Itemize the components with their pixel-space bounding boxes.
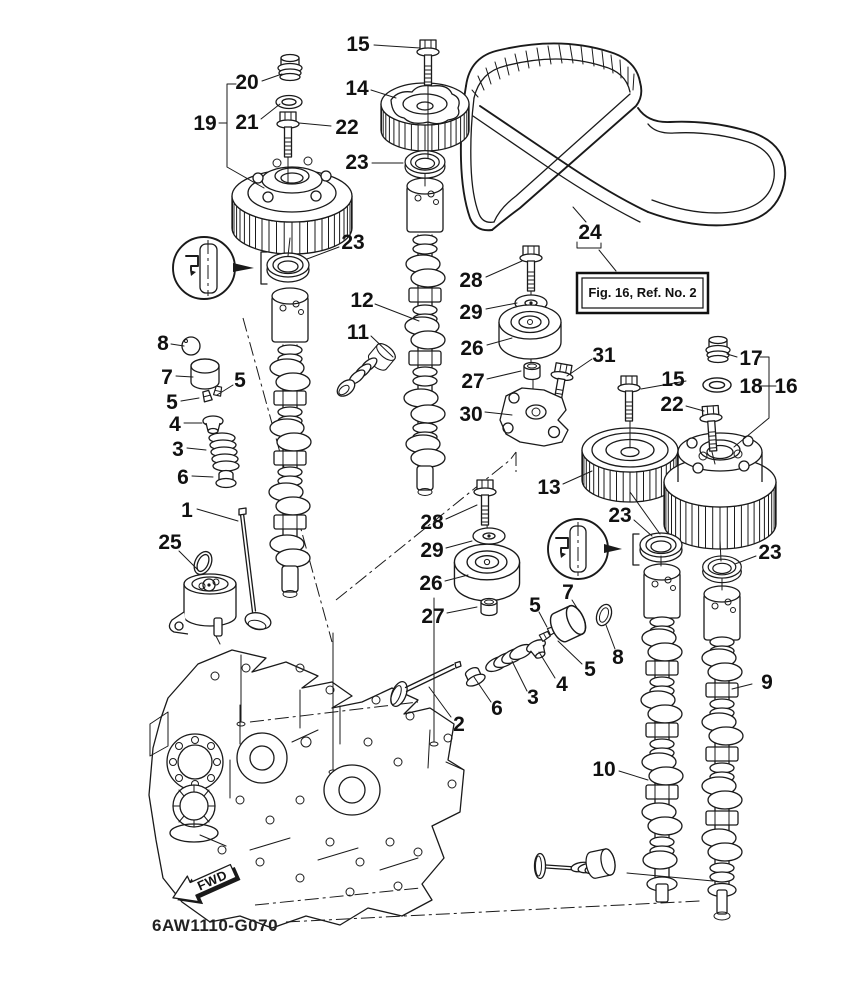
drive-gear-14 (380, 82, 470, 152)
seal-detail-inset-left (172, 236, 268, 300)
plug-17 (705, 335, 731, 364)
valve-stack-left (181, 336, 272, 631)
collar-27-upper (523, 361, 541, 381)
callout-3: 3 (527, 686, 539, 709)
bolt-15-right (617, 375, 641, 422)
callout-6: 6 (177, 466, 189, 489)
callout-14: 14 (345, 77, 369, 100)
vct-sprocket-19 (231, 156, 353, 255)
callout-4: 4 (169, 413, 181, 436)
callout-16: 16 (774, 375, 797, 398)
callout-23: 23 (345, 151, 368, 174)
plug-20 (277, 53, 303, 82)
callout-20: 20 (235, 71, 258, 94)
valve-spring-3-left (208, 432, 240, 472)
callout-4: 4 (556, 673, 568, 696)
callout-23: 23 (608, 504, 631, 527)
callout-3: 3 (172, 438, 184, 461)
callout-11: 11 (347, 321, 370, 344)
timing-belt (459, 42, 787, 232)
callout-29: 29 (459, 301, 482, 324)
callout-23: 23 (758, 541, 781, 564)
callout-30: 30 (459, 403, 482, 426)
callout-27: 27 (461, 370, 484, 393)
callout-22: 22 (335, 116, 358, 139)
callout-7: 7 (161, 366, 173, 389)
valve-assembly-bottom (533, 846, 618, 881)
circlip-8 (595, 603, 613, 627)
callout-5: 5 (584, 658, 596, 681)
bolt-22-top (276, 111, 300, 158)
camshaft-11 (268, 287, 312, 598)
callout-18: 18 (739, 375, 763, 398)
camshaft-10 (640, 563, 684, 903)
callout-26: 26 (419, 572, 442, 595)
timing-tensioner-25 (168, 550, 237, 645)
reference-box-label: Fig. 16, Ref. No. 2 (588, 285, 696, 300)
lifter-assembly-11 (336, 339, 399, 397)
callout-13: 13 (537, 476, 560, 499)
callout-9: 9 (761, 671, 773, 694)
washer-29-lower (472, 527, 506, 545)
vct-unit-16 (663, 432, 777, 550)
callout-28: 28 (420, 511, 444, 534)
callout-5: 5 (529, 594, 541, 617)
callout-27: 27 (421, 605, 444, 628)
callout-1: 1 (181, 499, 193, 522)
callout-10: 10 (592, 758, 615, 781)
fwd-arrow: FWD (172, 863, 241, 905)
reference-box: Fig. 16, Ref. No. 2 (575, 271, 710, 315)
leader-lines (170, 44, 777, 882)
callout-25: 25 (158, 531, 182, 554)
callout-26: 26 (460, 337, 483, 360)
callout-21: 21 (235, 111, 259, 134)
callout-31: 31 (592, 344, 616, 367)
callout-24: 24 (578, 221, 602, 244)
bolt-15-top (416, 39, 440, 86)
drawing-code: 6AW1110-G070 (152, 916, 278, 935)
valve-1 (238, 507, 272, 631)
idler-pulley-26-upper (498, 304, 562, 360)
callout-5: 5 (234, 369, 246, 392)
camshaft-9 (701, 585, 744, 921)
callout-8: 8 (612, 646, 624, 669)
seal-detail-inset-right (547, 518, 640, 580)
callout-17: 17 (739, 347, 762, 370)
bolt-28-upper (519, 245, 543, 292)
idler-pulley-26-lower (453, 543, 521, 602)
oil-seal-23-left (266, 252, 310, 283)
callout-15: 15 (661, 368, 685, 391)
callout-28: 28 (459, 269, 483, 292)
callout-15: 15 (346, 33, 370, 56)
callout-2: 2 (453, 713, 465, 736)
callout-23: 23 (341, 231, 364, 254)
callout-29: 29 (420, 539, 443, 562)
valve-2 (390, 660, 462, 707)
callout-5: 5 (166, 391, 178, 414)
valve-row-bottom (390, 602, 613, 707)
sprocket-13 (581, 427, 679, 503)
washer-18 (702, 377, 732, 393)
callout-19: 19 (193, 112, 216, 135)
tensioner-bracket-30 (499, 387, 569, 447)
callout-22: 22 (660, 393, 683, 416)
callout-6: 6 (491, 697, 503, 720)
callout-12: 12 (350, 289, 373, 312)
collar-27-lower (480, 597, 498, 617)
engine-block (148, 649, 465, 929)
washer-21 (275, 94, 303, 110)
camshaft-12 (403, 177, 446, 496)
callout-7: 7 (562, 581, 574, 604)
callout-8: 8 (157, 332, 169, 355)
bolt-28-lower (473, 479, 497, 526)
